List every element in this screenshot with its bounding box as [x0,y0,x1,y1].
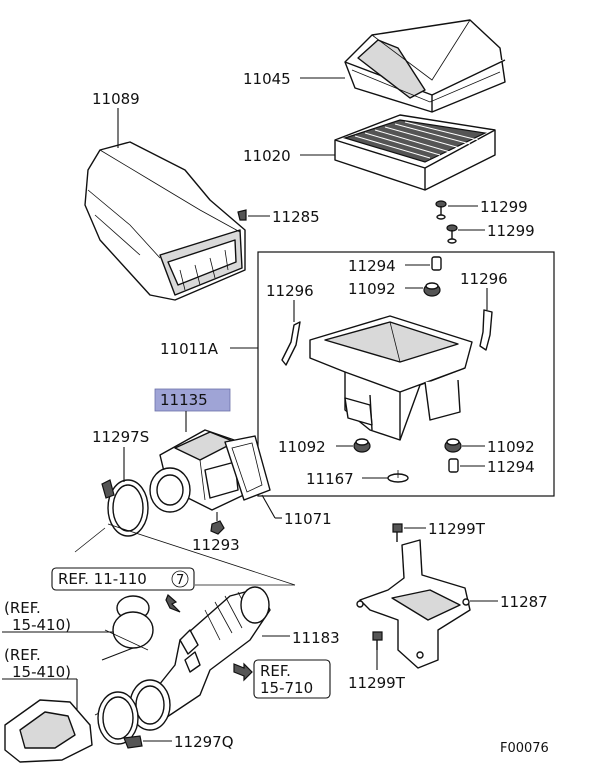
ref-15-410-b-line2[interactable]: 15-410) [12,663,71,681]
label-11183[interactable]: 11183 [292,629,340,647]
ref-15-710-line1[interactable]: REF. [260,662,291,680]
assembly-guide-lines [74,523,296,586]
label-11011A[interactable]: 11011A [160,340,219,358]
label-11020[interactable]: 11020 [243,147,291,165]
air-cleaner-case-group-box [257,251,555,497]
diagram-code: F00076 [500,741,549,756]
label-11299-b[interactable]: 11299 [487,222,535,240]
leader-11071 [261,494,276,519]
label-11299T-b[interactable]: 11299T [348,674,406,692]
resonator-cap[interactable] [112,595,154,649]
grommet-11294-lower[interactable] [448,458,459,473]
label-11296-b[interactable]: 11296 [460,270,508,288]
clip-11285[interactable] [237,209,247,221]
air-cleaner-case-lower[interactable] [309,315,473,441]
ref-circle [171,570,189,588]
hose-clamp-11297Q[interactable] [97,691,143,749]
label-11092-b[interactable]: 11092 [278,438,326,456]
label-11296-a[interactable]: 11296 [266,282,314,300]
label-11294-b[interactable]: 11294 [487,458,535,476]
label-11294-a[interactable]: 11294 [348,257,396,275]
label-11092-a[interactable]: 11092 [348,280,396,298]
highlight-11135 [154,388,231,412]
label-11167[interactable]: 11167 [306,470,354,488]
arrow-to-ref-11-110 [165,593,181,613]
label-11092-c[interactable]: 11092 [487,438,535,456]
ref-circle-number: 7 [176,573,184,588]
label-11045[interactable]: 11045 [243,70,291,88]
hose-clamp-11297S[interactable] [101,479,149,537]
air-intake-duct[interactable] [84,141,246,301]
air-cleaner-inlet-left[interactable] [4,699,93,763]
air-intake-hose[interactable] [129,586,271,731]
bolt-11299T-upper[interactable] [392,523,403,542]
bolt-11299T-lower[interactable] [372,631,383,650]
ref-label-11-110[interactable]: REF. 11-110 [58,570,147,588]
nut-11293[interactable] [210,520,225,535]
label-11285[interactable]: 11285 [272,208,320,226]
ref-box-15-710 [253,659,331,699]
grommet-11092-lower-right[interactable] [444,438,462,453]
grommet-11092-upper[interactable] [423,282,441,297]
air-cleaner-cover[interactable] [344,19,506,113]
label-11071[interactable]: 11071 [284,510,332,528]
gasket-11071[interactable] [224,435,271,501]
ref-15-410-b-line1[interactable]: (REF. [4,646,41,664]
bolt-11299-lower[interactable] [446,224,458,244]
label-11089[interactable]: 11089 [92,90,140,108]
washer-11167[interactable] [387,470,409,483]
bolt-11299-upper[interactable] [435,200,447,220]
ref-box-11-110 [51,567,195,591]
bracket-11287[interactable] [356,539,471,669]
label-11287[interactable]: 11287 [500,593,548,611]
hose-clip-11296-right[interactable] [479,309,493,351]
grommet-11294-upper[interactable] [431,256,442,271]
arrow-to-ref-15-710 [233,662,253,682]
label-11297S[interactable]: 11297S [92,428,149,446]
hose-clip-11296-left[interactable] [281,321,301,366]
ref-15-410-a-line2[interactable]: 15-410) [12,616,71,634]
air-filter-element[interactable] [334,114,496,191]
label-11299-a[interactable]: 11299 [480,198,528,216]
label-11135[interactable]: 11135 [160,391,208,409]
leader-resonator [101,647,134,661]
ref-15-410-a-line1[interactable]: (REF. [4,599,41,617]
label-11293[interactable]: 11293 [192,536,240,554]
label-11297Q[interactable]: 11297Q [174,733,234,751]
grommet-11092-lower-left[interactable] [353,438,371,453]
label-11299T-a[interactable]: 11299T [428,520,486,538]
ref-15-710-line2[interactable]: 15-710 [260,679,313,697]
